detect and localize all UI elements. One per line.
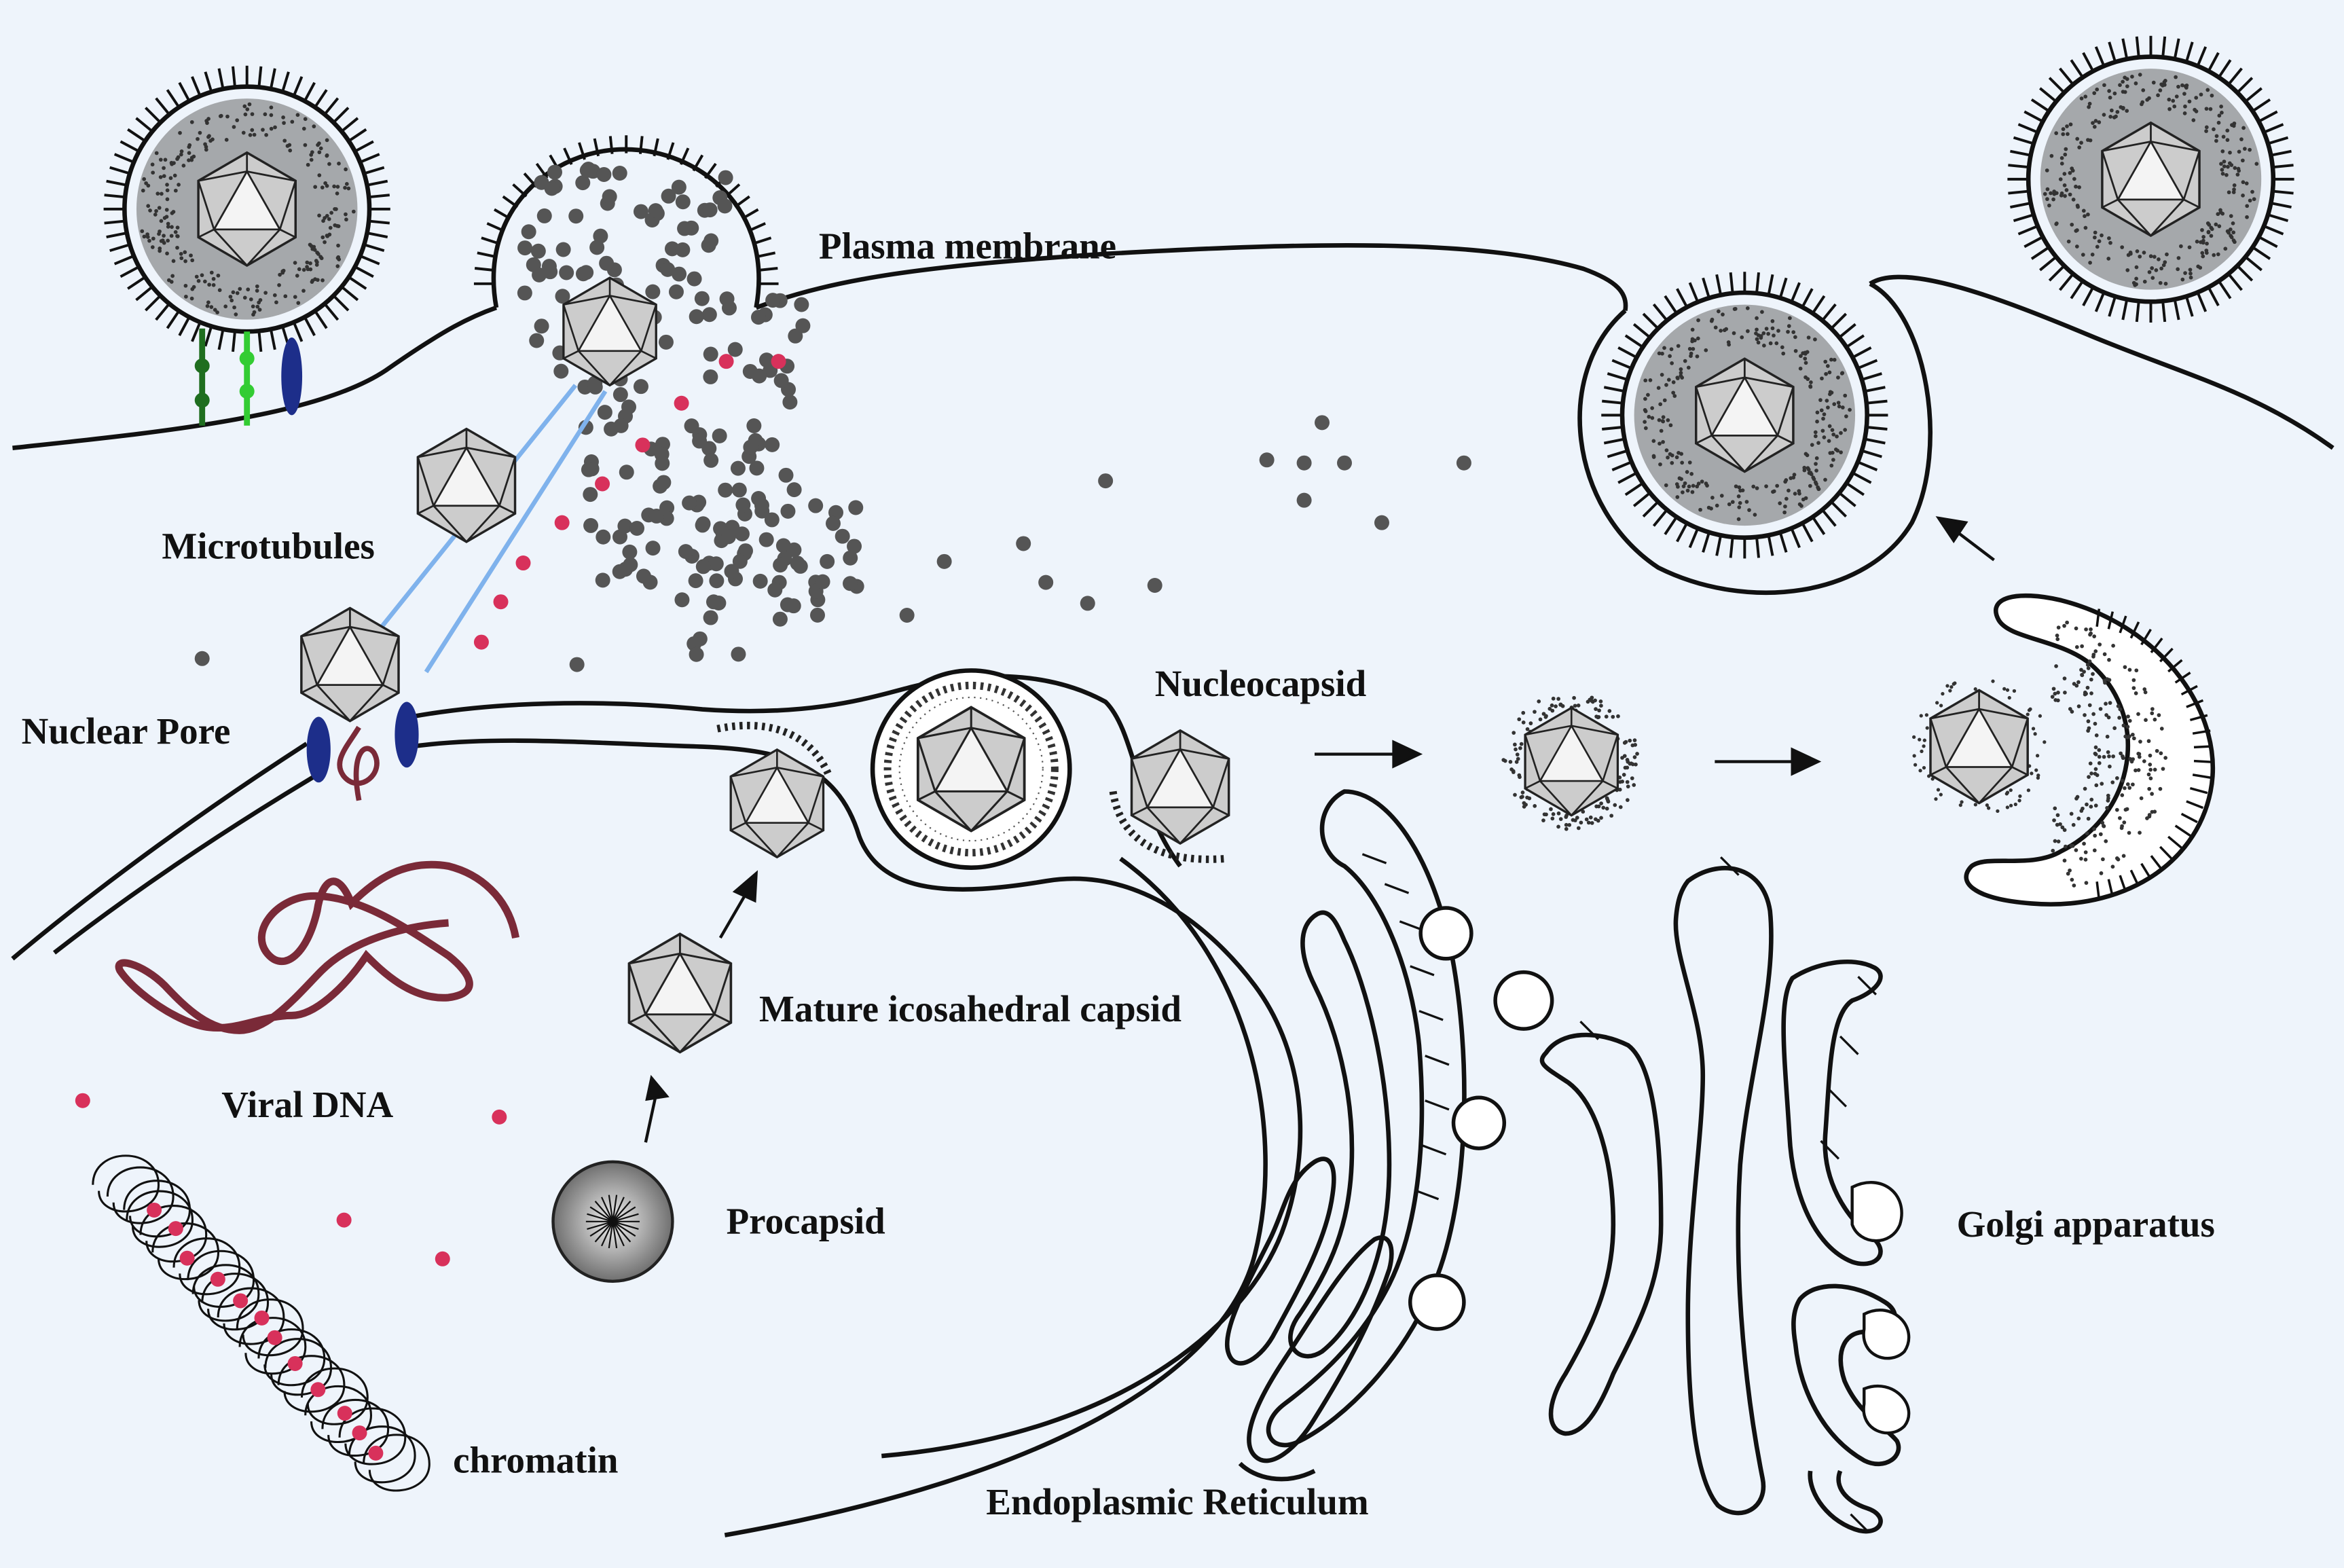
chromatin-red-particles [147,1202,384,1461]
tegumented-capsid [1501,695,1639,831]
capsid-transport-1 [416,427,517,543]
plasma-membrane [12,242,2334,450]
label-viral-dna: Viral DNA [221,1084,393,1125]
membrane-bud [491,147,761,308]
virion-released [2007,35,2294,323]
outer-membrane-tegument [1109,790,1226,863]
procapsid [551,1160,674,1283]
capsid-budding [562,276,657,387]
nuclear-envelope-outer [11,674,1182,961]
label-nucleocapsid: Nucleocapsid [1155,663,1367,704]
cell-receptors [194,328,303,426]
label-golgi: Golgi apparatus [1957,1203,2215,1245]
virion-in-vesicle [1601,272,1888,559]
golgi-vesicles [1850,1181,1911,1435]
endoplasmic-reticulum [1224,789,1467,1482]
label-er: Endoplasmic Reticulum [986,1481,1368,1523]
microtubules [380,384,608,674]
arrows [644,516,1995,1143]
golgi-budding-vesicle [1912,593,2216,907]
label-procapsid: Procapsid [727,1200,885,1241]
exocytosis-vesicle [1577,281,1933,596]
er-vesicles [1408,906,1554,1331]
injected-dna [337,725,380,801]
viral-dna [115,860,519,1034]
bud-spikes [473,135,779,285]
golgi-membrane-proteins [1579,856,1878,1533]
nuclear-envelope-inner [52,738,1303,1537]
golgi-apparatus [1539,866,1901,1534]
label-nuclear-pore: Nuclear Pore [22,710,231,752]
mature-capsid [627,932,733,1054]
virion-entering [103,65,390,352]
er-ribosomes [1361,853,1450,1201]
label-plasma-membrane: Plasma membrane [819,225,1116,266]
nuclear-pore-right [395,701,419,768]
perinuclear-virion [870,668,1072,870]
label-mature-capsid: Mature icosahedral capsid [759,988,1182,1029]
nucleocapsid-exiting [1130,729,1230,845]
label-microtubules: Microtubules [162,525,375,566]
capsid-envelopment [729,748,825,858]
red-particles [75,354,786,1266]
chromatin [92,1154,431,1492]
label-chromatin: chromatin [453,1439,618,1480]
nuclear-pore-left [306,716,331,783]
